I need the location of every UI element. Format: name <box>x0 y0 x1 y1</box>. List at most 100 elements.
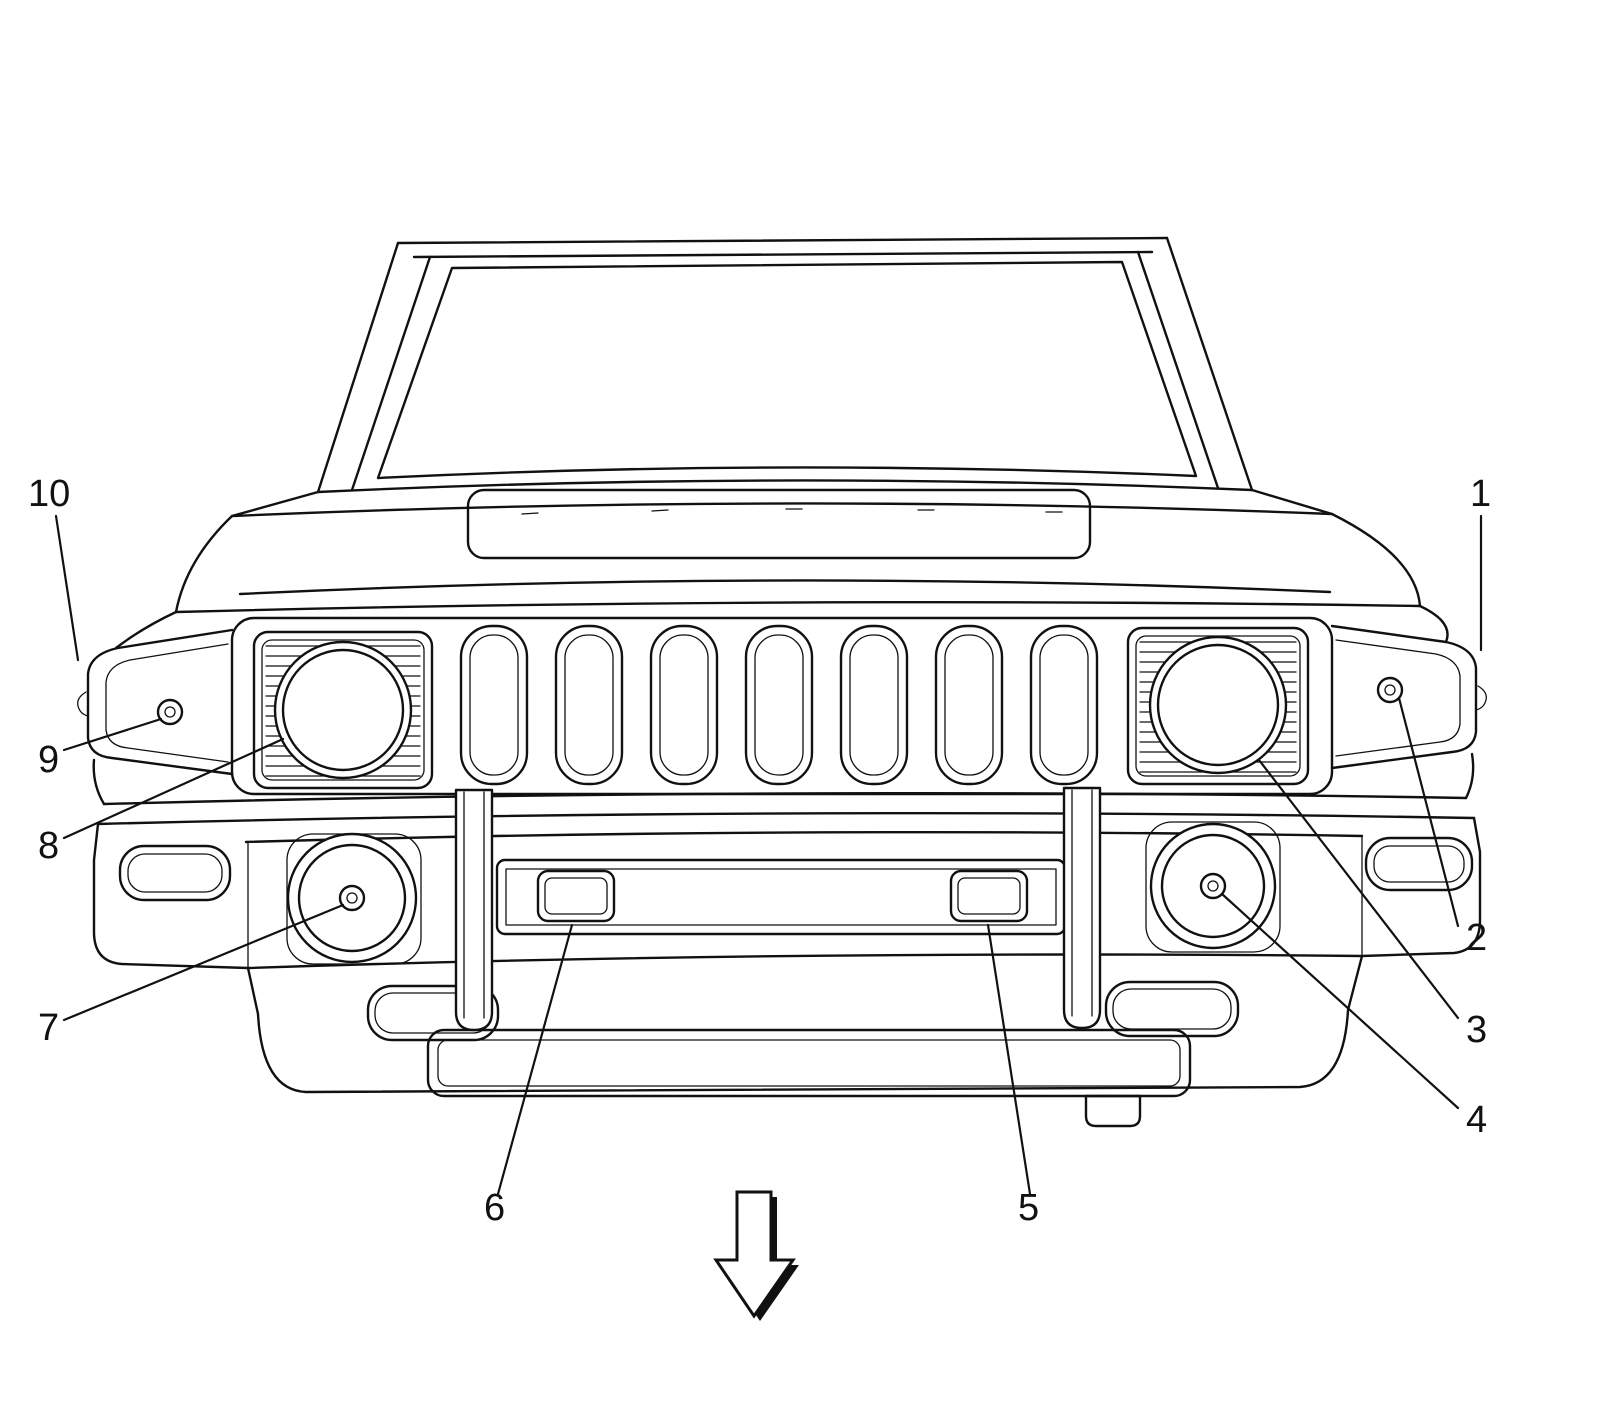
a-pillar-right-inner <box>1136 250 1220 490</box>
left-lamp-to-bumper-edge <box>92 758 106 806</box>
callout-10-label: 10 <box>28 473 70 515</box>
grille-slot <box>649 624 719 786</box>
fender-top-right <box>1330 512 1422 608</box>
callout-8-label: 8 <box>38 825 59 867</box>
left-park-lamp-bulb-center <box>164 706 176 718</box>
grille-slot-inner <box>944 634 994 776</box>
a-pillar-right-outer <box>1165 236 1254 492</box>
hood <box>174 488 1422 614</box>
callout-4-label: 4 <box>1466 1099 1487 1141</box>
right-park-lamp-outline <box>1330 624 1478 770</box>
right-park-lamp-bulb <box>1376 676 1404 704</box>
callout-5-label: 5 <box>1018 1187 1039 1229</box>
callout-10: 10 <box>28 473 80 662</box>
callout-5: 5 <box>986 923 1039 1229</box>
air-dam-slot-right <box>1104 980 1240 1038</box>
bumper-right-slot-inner <box>1373 845 1465 883</box>
grille-slot-inner <box>659 634 709 776</box>
hood-tick-marks <box>521 508 1063 515</box>
roof-inner-line <box>412 250 1154 259</box>
callout-6-leader <box>496 923 574 1196</box>
brush-guard-post-left <box>454 788 494 1032</box>
lower-grille <box>495 858 1067 936</box>
callout-3: 3 <box>1257 758 1487 1051</box>
callout-4: 4 <box>1220 892 1487 1141</box>
right-park-lamp <box>1330 624 1487 800</box>
right-fog-lamp <box>1145 821 1281 953</box>
grille-slot-inner <box>754 634 804 776</box>
callout-1-label: 1 <box>1470 473 1491 515</box>
down-arrow-body <box>713 1190 796 1319</box>
left-headlamp-bezel-inner <box>261 639 425 781</box>
bumper-top-line-2 <box>96 812 1476 826</box>
bumper-right-slot <box>1364 836 1474 892</box>
right-lamp-to-bumper-edge <box>1464 752 1475 800</box>
skid-plate-tab <box>1084 1094 1142 1128</box>
left-park-lamp <box>77 628 234 806</box>
callout-7-label: 7 <box>38 1007 59 1049</box>
a-pillar-left-inner <box>350 255 432 492</box>
grille-slot-inner <box>849 634 899 776</box>
hood-shut-line <box>238 579 1332 596</box>
right-fog-lens-inner <box>1160 833 1266 939</box>
brush-guard <box>454 786 1102 1032</box>
right-headlamp <box>1126 626 1310 786</box>
grille-slot-inner <box>564 634 614 776</box>
air-dam <box>246 954 1364 1094</box>
air-dam-outline <box>246 954 1364 1094</box>
hood-corner-left <box>230 490 320 518</box>
callout-3-label: 3 <box>1466 1009 1487 1051</box>
grille-slot-inner <box>469 634 519 776</box>
fascia-top-line <box>174 600 1422 614</box>
grille-slot <box>459 624 529 786</box>
callout-9: 9 <box>38 717 163 781</box>
skid-plate <box>426 1028 1192 1128</box>
hood-corner-right <box>1250 488 1334 516</box>
left-fog-lens-inner <box>297 843 407 953</box>
left-fog-bulb-center <box>346 892 358 904</box>
bumper-right-end-cap <box>1360 816 1482 958</box>
brush-guard-post-right <box>1062 786 1102 1030</box>
fender-drop-left <box>114 610 178 650</box>
right-fog-bulb-center <box>1207 880 1219 892</box>
callout-2-label: 2 <box>1466 917 1487 959</box>
callout-8: 8 <box>38 737 285 867</box>
bumper-top-line-1 <box>102 792 1468 806</box>
callout-3-leader <box>1257 758 1460 1020</box>
bumper-left-slot-inner <box>127 853 223 893</box>
hood-bulge <box>466 488 1092 560</box>
lower-left-lamp <box>536 869 616 923</box>
skid-plate-outline <box>426 1028 1192 1098</box>
left-fog-lamp <box>286 832 422 965</box>
windshield-glass <box>376 260 1198 480</box>
cab-windshield <box>316 236 1254 494</box>
callout-2-leader <box>1397 696 1460 928</box>
left-headlamp-lens-inner <box>281 648 405 772</box>
fender-top-left <box>174 514 234 614</box>
right-headlamp-lens-outer <box>1148 635 1288 775</box>
callout-2: 2 <box>1397 696 1487 959</box>
brush-guard-post-right-detail <box>1071 789 1093 1017</box>
callout-6: 6 <box>484 923 574 1229</box>
right-park-lamp-bulb-center <box>1384 684 1396 696</box>
skid-plate-inner <box>437 1039 1181 1087</box>
right-fog-pod <box>1145 821 1281 953</box>
callout-7-leader <box>62 903 345 1022</box>
right-fender-hook <box>1475 685 1487 711</box>
roof-outer-line <box>396 236 1169 245</box>
left-headlamp <box>252 630 434 790</box>
grille-slot <box>934 624 1004 786</box>
grille-slot-inner <box>1039 634 1089 776</box>
left-fog-bulb <box>338 884 366 912</box>
grille-slots <box>459 624 1099 786</box>
grille-slot <box>744 624 814 786</box>
callouts: 1 2 3 4 5 6 7 8 <box>28 473 1491 1229</box>
lower-left-lamp-inner <box>544 877 608 915</box>
callout-9-leader <box>62 717 163 752</box>
bumper-bottom-line <box>246 953 1364 970</box>
left-fender-hook <box>77 691 89 717</box>
lower-right-lamp-inner <box>957 877 1021 915</box>
grille-slot <box>1029 624 1099 786</box>
right-park-lamp-lens <box>1335 639 1461 757</box>
